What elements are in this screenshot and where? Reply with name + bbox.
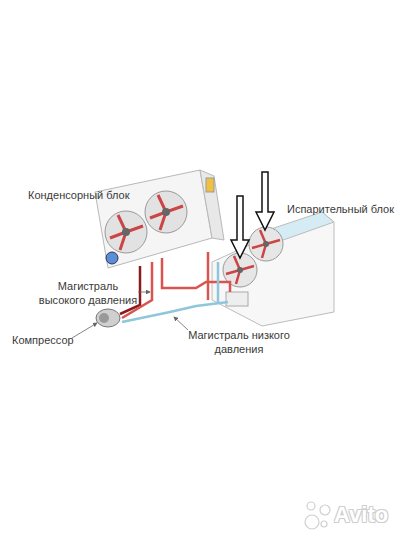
watermark: Avito <box>334 503 400 527</box>
pipe-label: Магистраль низкого давления <box>184 328 294 356</box>
part-label: Конденсорный блок <box>28 188 138 202</box>
part-label: Испарительный блок <box>287 202 401 216</box>
watermark-logo <box>305 502 330 529</box>
pointer-arrows <box>231 172 274 258</box>
pipes <box>120 252 230 322</box>
evaporator-unit <box>212 212 334 326</box>
pipe-label: Магистраль высокого давления <box>34 279 142 307</box>
condenser-unit <box>95 170 224 268</box>
compressor-symbol <box>96 309 120 327</box>
part-label: Компрессор <box>12 333 92 347</box>
